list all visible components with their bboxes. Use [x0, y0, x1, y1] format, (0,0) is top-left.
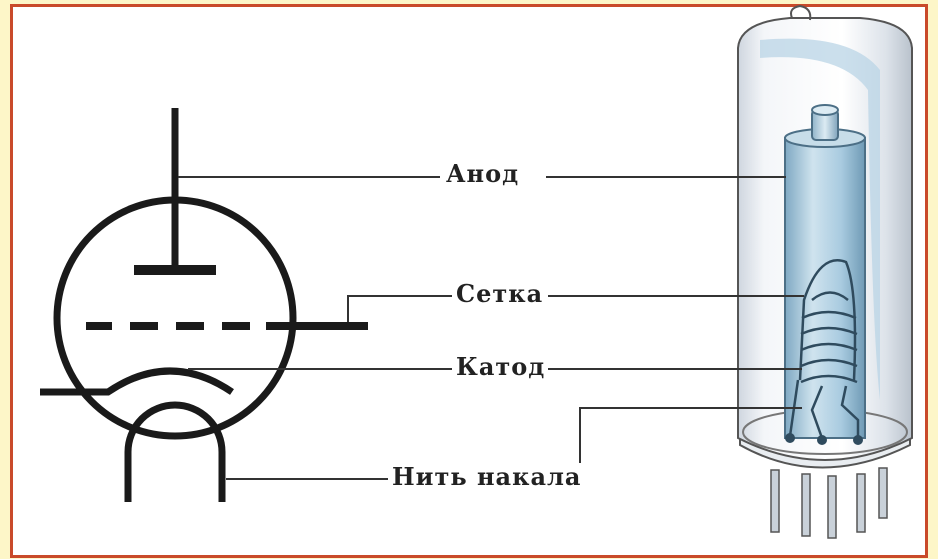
filament-element: [124, 401, 226, 502]
anode-label: Анод: [446, 159, 520, 188]
triode-schematic-symbol: [40, 108, 368, 502]
leader-lines-left: [178, 176, 452, 480]
electrode-feet: [785, 433, 863, 445]
glass-highlight: [760, 38, 880, 400]
glass-tip: [790, 4, 812, 21]
grid-label: Сетка: [456, 279, 544, 308]
cathode-label: Катод: [456, 352, 546, 381]
vacuum-tube-illustration: [737, 4, 913, 539]
leader-lines-right: [546, 176, 804, 477]
tube-pins: [770, 467, 888, 539]
grid-coil: [798, 259, 858, 384]
cathode-element: [40, 367, 234, 396]
filament-label: Нить накала: [392, 462, 582, 491]
